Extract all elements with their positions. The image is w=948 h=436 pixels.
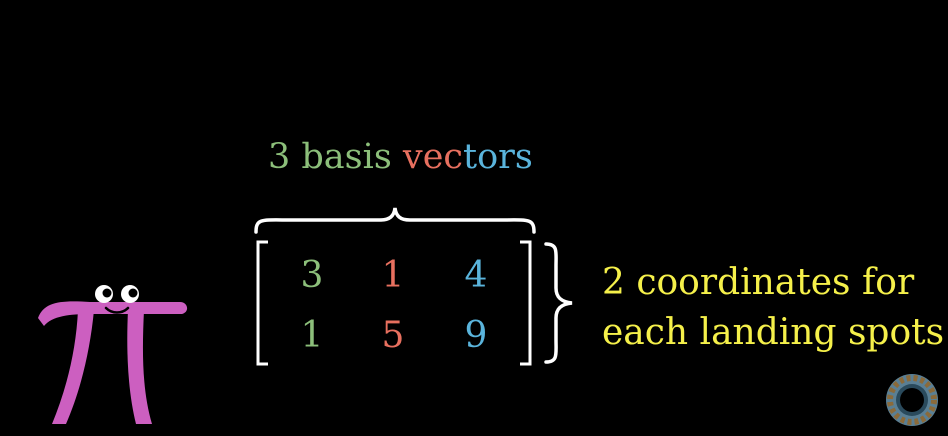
coordinates-label-line-1: 2 coordinates for <box>602 262 915 303</box>
matrix-cell: 4 <box>464 255 488 296</box>
top-curly-brace <box>254 207 536 234</box>
label-word-3: tors <box>463 137 533 177</box>
matrix-brackets <box>256 240 532 366</box>
matrix-cell: 3 <box>300 255 324 296</box>
pi-creature-icon <box>38 285 188 424</box>
matrix-cell: 9 <box>464 315 488 356</box>
label-word-1: 3 basis <box>268 137 403 177</box>
right-curly-brace <box>544 242 573 364</box>
matrix-cell: 5 <box>381 315 405 356</box>
matrix-cell: 1 <box>381 255 405 296</box>
basis-vectors-label: 3 basis vectors <box>268 140 533 175</box>
coordinates-label-line-2: each landing spots <box>602 312 945 353</box>
coordinates-label: 2 coordinates for each landing spots <box>602 258 944 358</box>
label-word-2: vec <box>402 137 464 177</box>
3b1b-logo-icon <box>886 374 938 426</box>
matrix-cell: 1 <box>300 315 324 356</box>
